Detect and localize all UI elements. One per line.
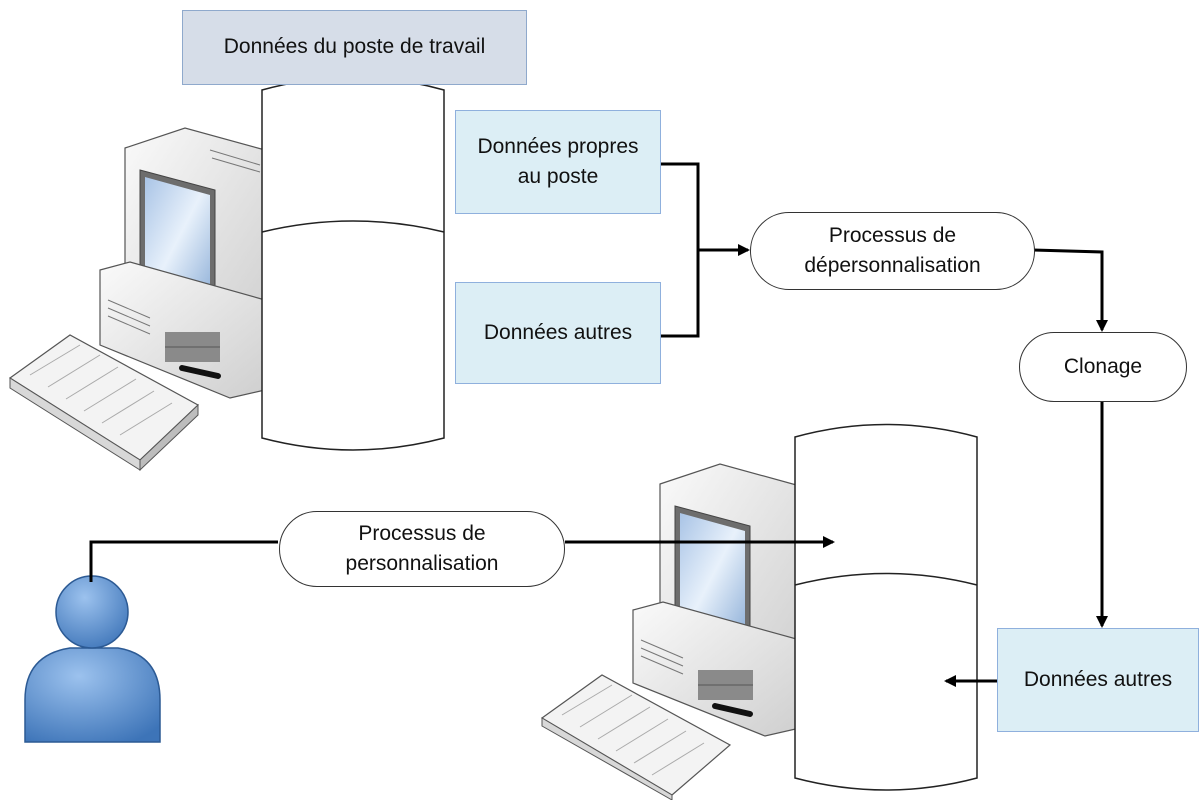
database-cylinder-icon — [261, 76, 445, 451]
arrow-to-cloning — [1032, 248, 1108, 332]
keyboard-icon — [8, 334, 200, 472]
database-cylinder-icon — [794, 423, 978, 791]
data-other-bottom-box: Données autres — [997, 628, 1199, 732]
cloning-label: Clonage — [1063, 354, 1143, 378]
data-specific-box: Données propres au poste — [455, 110, 661, 214]
process-depersonalisation-node: Processus de dépersonnalisation — [750, 212, 1035, 290]
connectors — [89, 162, 1108, 687]
data-other-bottom-label: Données autres — [1023, 667, 1173, 691]
process-personalisation-line-2: personnalisation — [345, 552, 499, 575]
user-icon — [24, 575, 161, 743]
process-personalisation-node: Processus de personnalisation — [279, 511, 565, 587]
data-specific-line-2: au poste — [517, 165, 599, 188]
process-depersonalisation-line-1: Processus de — [828, 223, 957, 247]
data-specific-line-1: Données propres — [477, 134, 639, 158]
computer-icon — [632, 463, 801, 737]
computer-icon — [99, 127, 266, 399]
header-box-label: Données du poste de travail — [223, 35, 486, 59]
header-box-workstation-data: Données du poste de travail — [182, 10, 527, 85]
process-personalisation-line-1: Processus de — [358, 521, 486, 545]
merge-bracket — [660, 162, 700, 338]
process-depersonalisation-line-2: dépersonnalisation — [804, 254, 981, 277]
data-other-top-label: Données autres — [483, 320, 633, 344]
cloning-node: Clonage — [1019, 332, 1187, 402]
keyboard-icon — [540, 674, 732, 800]
line-user-to-process — [89, 540, 278, 582]
data-other-top-box: Données autres — [455, 282, 661, 384]
